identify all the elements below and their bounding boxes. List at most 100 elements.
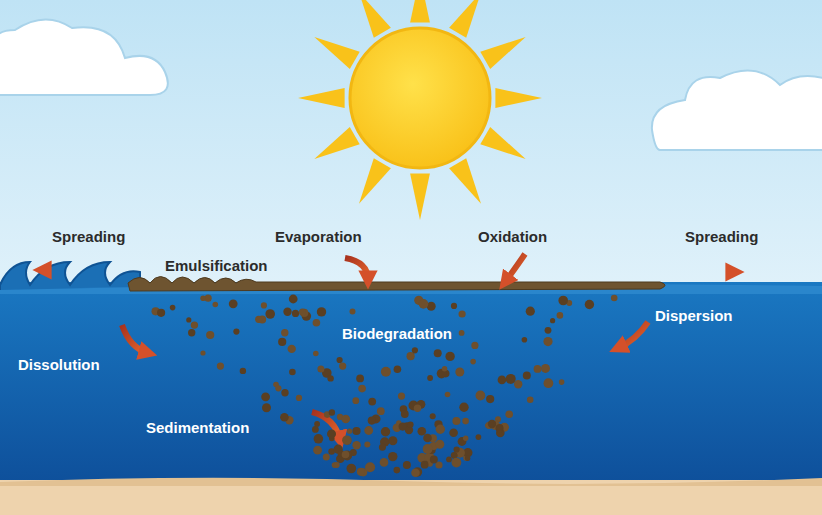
oil-droplet xyxy=(317,307,326,316)
oil-droplet xyxy=(283,308,291,316)
oil-droplet xyxy=(170,305,176,311)
process-label: Oxidation xyxy=(478,228,547,246)
oil-droplet xyxy=(342,435,352,445)
oil-droplet xyxy=(313,446,322,455)
oil-droplet xyxy=(463,436,468,441)
oil-slick xyxy=(128,277,665,292)
oil-droplet xyxy=(471,342,478,349)
seabed-edge xyxy=(0,478,822,486)
oil-droplet xyxy=(278,338,286,346)
oil-droplet xyxy=(314,421,320,427)
oil-droplet xyxy=(585,300,594,309)
oil-droplet xyxy=(233,329,239,335)
oil-droplet xyxy=(430,456,438,464)
oil-droplet xyxy=(550,318,555,323)
oil-droplet xyxy=(452,417,460,425)
oil-droplet xyxy=(364,426,373,435)
process-label: Dissolution xyxy=(18,356,100,374)
oil-droplet xyxy=(611,295,618,302)
sun-ray xyxy=(298,88,345,108)
oil-droplet xyxy=(557,312,564,319)
oil-droplet xyxy=(452,458,462,468)
oil-droplet xyxy=(334,462,340,468)
oil-droplet xyxy=(476,391,486,401)
sun-ray xyxy=(410,0,430,23)
oil-droplet xyxy=(352,397,359,404)
oil-droplet xyxy=(398,393,405,400)
oil-droplet xyxy=(381,367,391,377)
oil-droplet xyxy=(498,376,507,385)
oil-droplet xyxy=(412,347,418,353)
oil-droplet xyxy=(430,413,436,419)
oil-droplet xyxy=(299,308,306,315)
oil-droplet xyxy=(289,369,296,376)
oil-droplet xyxy=(357,468,365,476)
oil-droplet xyxy=(261,302,267,308)
oil-droplet xyxy=(423,444,433,454)
oil-droplet xyxy=(329,409,335,415)
oil-droplet xyxy=(188,329,195,336)
sun-ray xyxy=(359,0,391,38)
oil-droplet xyxy=(543,337,552,346)
oil-droplet xyxy=(527,397,534,404)
oil-droplet xyxy=(403,461,411,469)
oil-droplet xyxy=(281,389,288,396)
oil-droplet xyxy=(559,379,565,385)
oil-droplet xyxy=(407,352,415,360)
oil-droplet xyxy=(496,424,504,432)
oil-droplet xyxy=(365,462,375,472)
oil-droplet xyxy=(327,375,333,381)
oil-droplet xyxy=(418,427,427,436)
oil-droplet xyxy=(358,385,366,393)
sun-ray xyxy=(314,127,359,159)
oil-droplet xyxy=(255,316,262,323)
oil-droplet xyxy=(240,368,246,374)
cloud xyxy=(0,19,168,95)
oil-droplet xyxy=(445,392,451,398)
oil-droplet xyxy=(200,295,206,301)
oil-droplet xyxy=(455,368,464,377)
oil-droplet xyxy=(459,310,466,317)
process-label: Spreading xyxy=(685,228,758,246)
sun-ray xyxy=(495,88,542,108)
oil-droplet xyxy=(352,427,360,435)
process-arrow xyxy=(42,254,735,440)
oil-droplet xyxy=(545,327,552,334)
oil-droplet xyxy=(337,357,343,363)
oil-droplet xyxy=(229,299,238,308)
oil-droplet xyxy=(470,359,476,365)
oil-droplet xyxy=(379,444,386,451)
oil-droplet xyxy=(217,363,224,370)
oil-droplet xyxy=(356,375,364,383)
sun-ray xyxy=(359,158,391,203)
oil-droplet xyxy=(423,434,432,443)
oil-droplet xyxy=(364,442,370,448)
oil-droplet xyxy=(206,331,214,339)
process-label: Spreading xyxy=(52,228,125,246)
oil-droplet xyxy=(157,309,165,317)
oil-droplet xyxy=(476,434,482,440)
oil-droplet xyxy=(506,374,516,384)
oil-droplet xyxy=(486,395,494,403)
oil-droplet xyxy=(265,309,275,319)
oil-droplet xyxy=(449,429,458,438)
oil-droplet xyxy=(280,413,289,422)
oil-droplet xyxy=(314,434,324,444)
oil-droplet xyxy=(435,440,444,449)
oil-droplet xyxy=(522,337,528,343)
oil-droplet xyxy=(488,420,496,428)
sea xyxy=(0,282,822,487)
oil-droplet xyxy=(388,436,397,445)
oil-droplet xyxy=(317,366,324,373)
oil-droplet xyxy=(451,452,458,459)
oil-droplet xyxy=(526,307,535,316)
sun-ray xyxy=(480,127,525,159)
oil-droplet xyxy=(459,330,465,336)
oil-droplet xyxy=(465,456,470,461)
oil-droplet xyxy=(262,403,271,412)
oil-droplet xyxy=(289,295,298,304)
oil-droplet xyxy=(541,364,550,373)
oil-droplet xyxy=(414,405,421,412)
oil-droplet xyxy=(339,363,346,370)
oil-droplet xyxy=(288,345,296,353)
